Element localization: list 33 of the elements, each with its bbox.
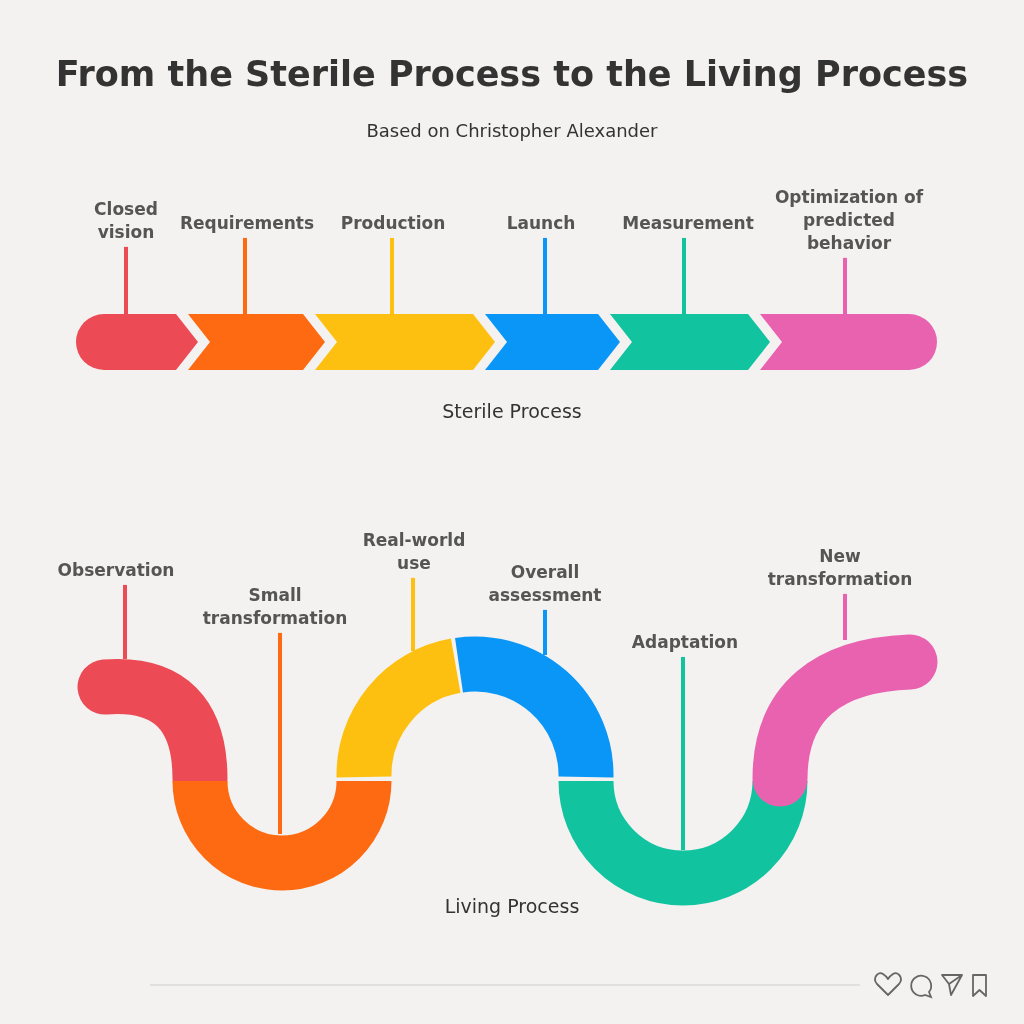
- curved-band-segment: [336, 638, 463, 779]
- step-label: Real-world use: [354, 529, 474, 575]
- leader-line: [411, 577, 415, 651]
- chevron-segment: [485, 314, 620, 370]
- leader-line: [390, 237, 394, 314]
- step-label: New transformation: [755, 545, 925, 591]
- leader-line: [843, 257, 847, 314]
- step-label: Small transformation: [195, 584, 355, 630]
- chevron-segment: [610, 314, 770, 370]
- leader-line: [682, 237, 686, 314]
- section-caption: Living Process: [444, 895, 580, 917]
- step-label: Adaptation: [610, 631, 760, 654]
- section-caption: Sterile Process: [442, 400, 582, 422]
- curved-band-segment: [456, 636, 614, 779]
- curved-band-segment: [172, 779, 392, 891]
- chevron-segment: [76, 314, 198, 370]
- chevron-segment: [315, 314, 495, 370]
- leader-line: [123, 584, 127, 659]
- curved-band-segment: [752, 634, 938, 807]
- step-label: Overall assessment: [482, 561, 608, 607]
- title: From the Sterile Process to the Living Process: [55, 54, 969, 94]
- step-label: Launch: [481, 212, 601, 235]
- leader-line: [543, 237, 547, 314]
- step-label: Observation: [41, 559, 191, 582]
- chevron-segment: [188, 314, 325, 370]
- chevron-segment: [760, 314, 937, 370]
- leader-line: [278, 632, 282, 834]
- leader-line: [843, 593, 847, 640]
- leader-line: [243, 237, 247, 314]
- leader-line: [681, 656, 685, 850]
- leader-line: [124, 246, 128, 314]
- leader-line: [543, 609, 547, 655]
- subtitle: Based on Christopher Alexander: [366, 120, 658, 141]
